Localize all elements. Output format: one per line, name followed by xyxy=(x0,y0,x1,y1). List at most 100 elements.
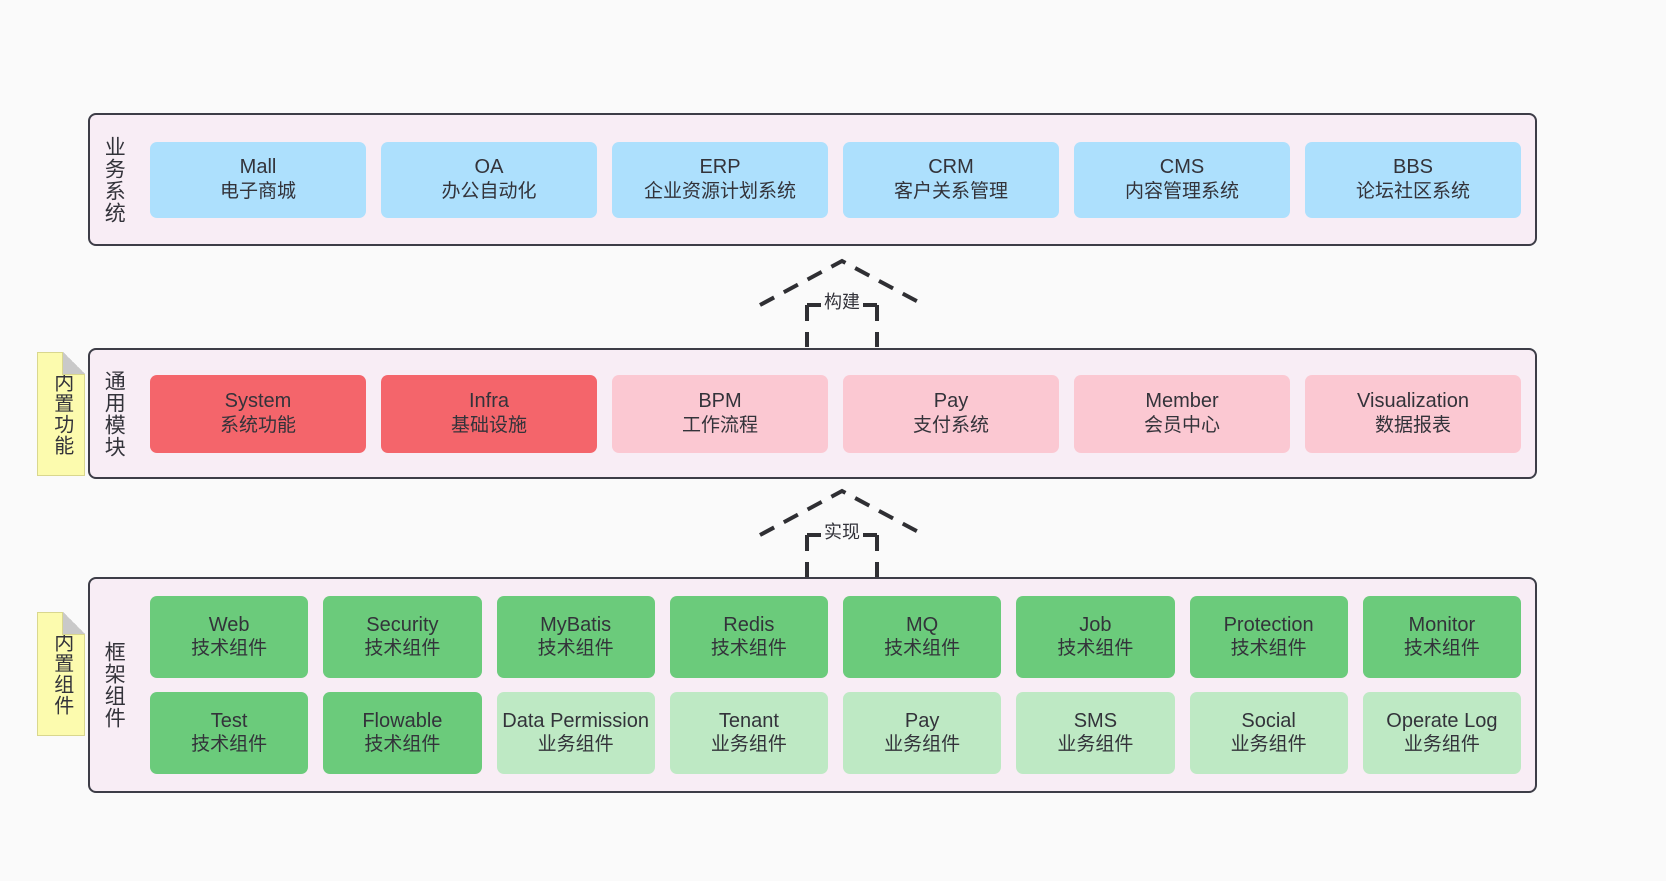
card-title: Test xyxy=(210,709,248,732)
layer-common-modules: 通用模块 System 系统功能 Infra 基础设施 BPM 工作流程 Pay… xyxy=(88,348,1537,479)
layer-modules-body: System 系统功能 Infra 基础设施 BPM 工作流程 Pay 支付系统… xyxy=(136,350,1535,477)
card-title: Operate Log xyxy=(1386,709,1498,732)
card-mq[interactable]: MQ 技术组件 xyxy=(843,596,1002,678)
card-subtitle: 基础设施 xyxy=(450,414,527,436)
card-title: Monitor xyxy=(1408,613,1476,636)
card-subtitle: 技术组件 xyxy=(364,638,441,660)
card-title: System xyxy=(224,390,292,413)
card-title: Job xyxy=(1079,613,1112,636)
card-subtitle: 业务组件 xyxy=(884,734,961,756)
card-subtitle: 技术组件 xyxy=(1057,638,1134,660)
card-job[interactable]: Job 技术组件 xyxy=(1016,596,1175,678)
card-title: Tenant xyxy=(718,709,779,732)
card-subtitle: 业务组件 xyxy=(710,734,787,756)
card-monitor[interactable]: Monitor 技术组件 xyxy=(1362,596,1521,678)
card-title: ERP xyxy=(699,156,741,179)
card-title: Flowable xyxy=(362,709,443,732)
card-subtitle: 客户关系管理 xyxy=(893,180,1008,202)
card-sms[interactable]: SMS 业务组件 xyxy=(1016,692,1175,774)
card-test[interactable]: Test 技术组件 xyxy=(150,692,309,774)
card-subtitle: 业务组件 xyxy=(1230,734,1307,756)
card-title: BBS xyxy=(1392,156,1434,179)
card-title: Web xyxy=(208,613,250,636)
card-protection[interactable]: Protection 技术组件 xyxy=(1189,596,1348,678)
card-title: Visualization xyxy=(1357,390,1469,413)
layer-framework-body: Web 技术组件 Security 技术组件 MyBatis 技术组件 Redi… xyxy=(136,579,1535,791)
card-title: Security xyxy=(366,613,439,636)
card-subtitle: 技术组件 xyxy=(537,638,614,660)
modules-card-row: System 系统功能 Infra 基础设施 BPM 工作流程 Pay 支付系统… xyxy=(150,374,1521,453)
card-infra[interactable]: Infra 基础设施 xyxy=(381,374,597,453)
layer-modules-title: 通用模块 xyxy=(102,369,126,458)
card-title: Mall xyxy=(239,156,277,179)
card-redis[interactable]: Redis 技术组件 xyxy=(669,596,828,678)
card-subtitle: 技术组件 xyxy=(191,638,268,660)
card-title: CRM xyxy=(928,156,974,179)
card-pay-module[interactable]: Pay 支付系统 xyxy=(843,374,1059,453)
card-subtitle: 技术组件 xyxy=(1230,638,1307,660)
card-subtitle: 业务组件 xyxy=(537,734,614,756)
note-text: 内置功能 xyxy=(50,372,73,456)
layer-business-systems: 业务系统 Mall 电子商城 OA 办公自动化 ERP 企业资源计划系统 CRM… xyxy=(88,113,1537,246)
card-member[interactable]: Member 会员中心 xyxy=(1074,374,1290,453)
card-security[interactable]: Security 技术组件 xyxy=(323,596,482,678)
card-pay-component[interactable]: Pay 业务组件 xyxy=(843,692,1002,774)
layer-business-body: Mall 电子商城 OA 办公自动化 ERP 企业资源计划系统 CRM 客户关系… xyxy=(136,115,1535,244)
card-title: Social xyxy=(1241,709,1296,732)
note-text: 内置组件 xyxy=(50,632,73,716)
card-social[interactable]: Social 业务组件 xyxy=(1189,692,1348,774)
connector-implement-label: 实现 xyxy=(821,521,863,543)
framework-card-row-business: Test 技术组件 Flowable 技术组件 Data Permission … xyxy=(150,692,1521,774)
card-subtitle: 内容管理系统 xyxy=(1124,180,1239,202)
card-title: MQ xyxy=(906,613,939,636)
card-visualization[interactable]: Visualization 数据报表 xyxy=(1305,374,1521,453)
connector-implement-arrow: 实现 xyxy=(752,487,932,579)
card-crm[interactable]: CRM 客户关系管理 xyxy=(843,141,1059,218)
card-subtitle: 办公自动化 xyxy=(441,180,537,202)
card-mall[interactable]: Mall 电子商城 xyxy=(150,141,366,218)
card-title: CMS xyxy=(1159,156,1205,179)
card-title: Pay xyxy=(904,709,940,732)
card-data-permission[interactable]: Data Permission 业务组件 xyxy=(496,692,655,774)
card-title: Protection xyxy=(1223,613,1314,636)
card-subtitle: 技术组件 xyxy=(710,638,787,660)
card-erp[interactable]: ERP 企业资源计划系统 xyxy=(612,141,828,218)
card-subtitle: 工作流程 xyxy=(681,414,758,436)
card-subtitle: 业务组件 xyxy=(1403,734,1480,756)
card-title: Redis xyxy=(723,613,775,636)
card-tenant[interactable]: Tenant 业务组件 xyxy=(669,692,828,774)
card-operate-log[interactable]: Operate Log 业务组件 xyxy=(1362,692,1521,774)
card-subtitle: 技术组件 xyxy=(884,638,961,660)
layer-framework-components: 框架组件 Web 技术组件 Security 技术组件 MyBatis 技术组件… xyxy=(88,577,1537,793)
card-title: MyBatis xyxy=(540,613,612,636)
business-card-row: Mall 电子商城 OA 办公自动化 ERP 企业资源计划系统 CRM 客户关系… xyxy=(150,141,1521,218)
card-system[interactable]: System 系统功能 xyxy=(150,374,366,453)
card-title: Infra xyxy=(468,390,510,413)
card-mybatis[interactable]: MyBatis 技术组件 xyxy=(496,596,655,678)
card-subtitle: 电子商城 xyxy=(219,180,296,202)
card-bbs[interactable]: BBS 论坛社区系统 xyxy=(1305,141,1521,218)
card-subtitle: 支付系统 xyxy=(912,414,989,436)
card-subtitle: 技术组件 xyxy=(191,734,268,756)
note-builtin-components: 内置组件 xyxy=(37,612,85,736)
card-cms[interactable]: CMS 内容管理系统 xyxy=(1074,141,1290,218)
card-subtitle: 企业资源计划系统 xyxy=(643,180,796,202)
card-title: SMS xyxy=(1073,709,1118,732)
layer-framework-title: 框架组件 xyxy=(102,641,126,729)
card-subtitle: 数据报表 xyxy=(1374,414,1451,436)
connector-build-label: 构建 xyxy=(821,291,863,313)
note-builtin-functions: 内置功能 xyxy=(37,352,85,476)
card-subtitle: 系统功能 xyxy=(219,414,296,436)
card-title: Data Permission xyxy=(502,709,649,732)
card-title: Member xyxy=(1145,390,1219,413)
card-bpm[interactable]: BPM 工作流程 xyxy=(612,374,828,453)
card-subtitle: 会员中心 xyxy=(1143,414,1220,436)
card-title: Pay xyxy=(933,390,969,413)
connector-build-arrow: 构建 xyxy=(752,257,932,349)
card-oa[interactable]: OA 办公自动化 xyxy=(381,141,597,218)
layer-business-title: 业务系统 xyxy=(102,135,126,224)
card-web[interactable]: Web 技术组件 xyxy=(150,596,309,678)
card-subtitle: 技术组件 xyxy=(364,734,441,756)
card-flowable[interactable]: Flowable 技术组件 xyxy=(323,692,482,774)
card-title: BPM xyxy=(698,390,742,413)
